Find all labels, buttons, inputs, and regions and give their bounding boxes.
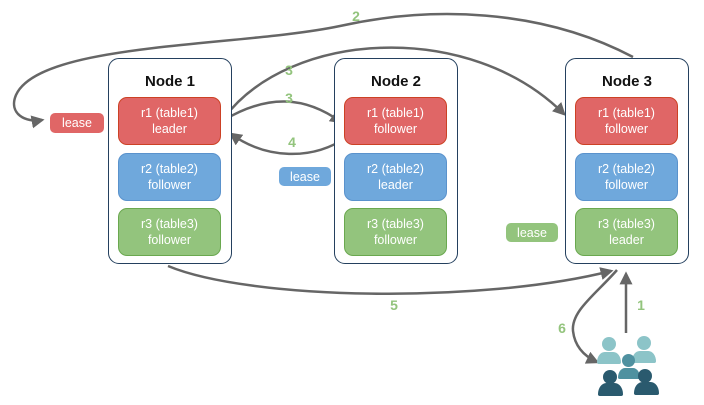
node3-replica-r2: r2 (table2) follower [575, 153, 678, 201]
node2-replica-r2: r2 (table2) leader [344, 153, 447, 201]
replica-name: r1 (table1) [598, 105, 655, 120]
node-3: Node 3 r1 (table1) follower r2 (table2) … [565, 58, 689, 264]
lease-label: lease [62, 116, 92, 130]
replica-name: r1 (table1) [141, 105, 198, 120]
lease-tag-table2: lease [278, 166, 332, 187]
replica-role: leader [152, 122, 187, 136]
replica-role: follower [604, 178, 649, 192]
step-label-3-to-node3: 3 [285, 62, 293, 78]
node-1-title: Node 1 [144, 73, 195, 90]
step-label-3-to-node2: 3 [285, 90, 293, 106]
step-label-5: 5 [390, 297, 398, 313]
replica-role: follower [373, 233, 418, 247]
step-label-2: 2 [352, 8, 360, 24]
arrow-step-3-leader-to-node2-follower [223, 100, 344, 124]
lease-label: lease [517, 225, 547, 240]
node-1: Node 1 r1 (table1) leader r2 (table2) fo… [108, 58, 232, 264]
replica-role: follower [147, 178, 192, 192]
step-label-1: 1 [637, 297, 645, 313]
replica-name: r1 (table1) [367, 105, 424, 120]
arrow-step-2-node3-to-lease [12, 12, 634, 129]
node1-replica-r2: r2 (table2) follower [118, 153, 221, 201]
replica-role: leader [609, 233, 644, 247]
node3-replica-r3: r3 (table3) leader [575, 208, 678, 256]
lease-tag-table1: lease [49, 112, 105, 134]
node2-replica-r1: r1 (table1) follower [344, 97, 447, 145]
replica-name: r3 (table3) [141, 216, 198, 231]
replica-name: r2 (table2) [141, 161, 198, 176]
node1-replica-r3: r3 (table3) follower [118, 208, 221, 256]
node2-replica-r3: r3 (table3) follower [344, 208, 447, 256]
node3-replica-r1: r1 (table1) follower [575, 97, 678, 145]
users-group-icon [595, 334, 661, 396]
node1-replica-r1: r1 (table1) leader [118, 97, 221, 145]
step-label-6: 6 [558, 320, 566, 336]
replica-role: leader [378, 178, 413, 192]
replica-role: follower [147, 233, 192, 247]
node-3-title: Node 3 [601, 73, 652, 90]
replica-name: r3 (table3) [367, 216, 424, 231]
lease-label: lease [290, 169, 320, 184]
step-label-4: 4 [288, 134, 296, 150]
node-2-title: Node 2 [370, 73, 421, 90]
replica-name: r2 (table2) [367, 161, 424, 176]
replica-role: follower [373, 122, 418, 136]
lease-tag-table3: lease [505, 222, 559, 243]
node-2: Node 2 r1 (table1) follower r2 (table2) … [334, 58, 458, 264]
replica-name: r3 (table3) [598, 216, 655, 231]
replica-name: r2 (table2) [598, 161, 655, 176]
arrow-step-5-node1-to-node3 [167, 264, 614, 295]
replica-role: follower [604, 122, 649, 136]
